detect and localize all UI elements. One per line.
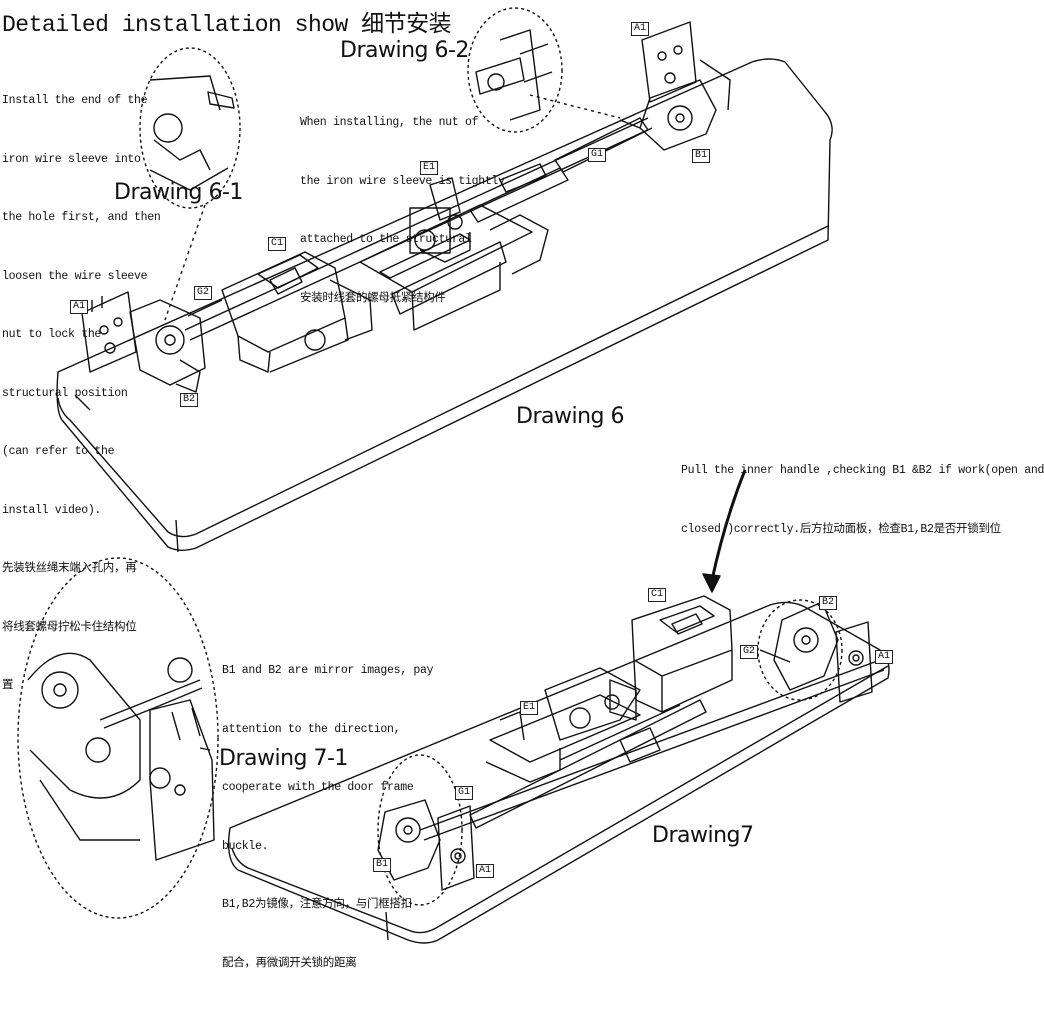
handle-note-line: closed )correctly.后方拉动面板，检查B1,B2是否开锁到位	[681, 522, 1001, 536]
nut-note: When installing, the nut of the iron wir…	[300, 74, 505, 347]
tag-b2: B2	[819, 596, 838, 610]
drawing-7-mechanism-e1	[485, 667, 661, 783]
drawing-7-1-detail	[17, 557, 219, 919]
handle-note-line: Pull the inner handle ,checking B1 &B2 i…	[681, 464, 1044, 477]
drawing-6-label: Drawing 6	[516, 404, 624, 429]
nut-note-line: 安装时线套的螺母抵紧结构件	[300, 291, 446, 305]
install-note-line: Install the end of the	[2, 94, 148, 107]
mirror-note-line: cooperate with the door frame	[222, 781, 414, 794]
nut-note-line: attached to the structural	[300, 233, 472, 246]
tag-a1: A1	[70, 300, 89, 314]
drawing-6-rod	[184, 117, 653, 341]
install-note-line: (can refer to the	[2, 445, 115, 458]
tag-b1: B1	[692, 149, 711, 163]
tag-g2: G2	[740, 645, 759, 659]
install-note-line: structural position	[2, 386, 128, 400]
mirror-note-line: attention to the direction,	[222, 722, 401, 736]
pointer-arrow	[702, 469, 747, 593]
tag-e1: E1	[520, 701, 539, 715]
drawing-6-1-detail	[139, 47, 241, 209]
line-art	[17, 7, 890, 944]
install-note-line: nut to lock the	[2, 328, 102, 341]
tag-e1: E1	[420, 161, 439, 175]
drawing-6-handle-c1	[221, 251, 373, 373]
drawing-7-1-label: Drawing 7-1	[219, 746, 348, 771]
drawing-6-lock-left	[81, 291, 223, 393]
install-note-line: 先装铁丝绳末端入孔内，再	[2, 562, 137, 575]
install-note-line: 置	[2, 679, 14, 692]
tag-b2: B2	[180, 393, 199, 407]
mirror-note-line: 配合，再微调开关锁的距离	[222, 956, 357, 970]
drawing-7-handle-c1	[609, 595, 733, 721]
tag-a1: A1	[875, 650, 894, 664]
install-note-line: loosen the wire sleeve	[2, 269, 148, 283]
nut-note-line: the iron wire sleeve is tightly	[300, 174, 505, 188]
drawing-7-lock-left	[377, 799, 475, 891]
mirror-note-line: B1,B2为镜像，注意方向，与门框搭扣	[222, 898, 412, 911]
drawing-6-leaders	[164, 94, 621, 321]
tag-a1: A1	[476, 864, 495, 878]
tag-g1: G1	[588, 148, 607, 162]
drawing-6-2-label: Drawing 6-2	[340, 38, 469, 63]
drawing-7-detail-rings	[377, 599, 843, 906]
drawing-7-label: Drawing7	[652, 823, 754, 848]
drawing-6-board	[56, 58, 833, 553]
drawing-6-1-label: Drawing 6-1	[114, 180, 243, 205]
tag-c1: C1	[648, 588, 667, 602]
drawing-6-2-detail	[467, 7, 563, 133]
install-note: Install the end of the iron wire sleeve …	[2, 52, 161, 735]
tag-b1: B1	[373, 858, 392, 872]
installation-sheet: Detailed installation show 细节安装 Install …	[2, 7, 1044, 970]
install-note-line: iron wire sleeve into	[2, 152, 141, 166]
tag-c1: C1	[268, 237, 287, 251]
drawing-7-board	[227, 601, 890, 944]
mirror-note-line: B1 and B2 are mirror images, pay	[222, 664, 434, 677]
nut-note-line: When installing, the nut of	[300, 116, 479, 129]
mirror-note: B1 and B2 are mirror images, pay attenti…	[222, 622, 434, 1012]
drawing-6-mechanism-e1	[359, 177, 549, 331]
tag-g1: G1	[455, 786, 474, 800]
drawing-6-lock-right	[619, 21, 731, 151]
tag-g2: G2	[194, 286, 213, 300]
drawing-7-lock-right	[759, 601, 873, 703]
tag-a1: A1	[631, 22, 650, 36]
mirror-note-line: buckle.	[222, 839, 269, 853]
handle-note: Pull the inner handle ,checking B1 &B2 i…	[681, 422, 1044, 578]
install-note-line: install video).	[2, 503, 102, 517]
install-note-line: 将线套螺母拧松卡住结构位	[2, 620, 137, 634]
install-note-line: the hole first, and then	[2, 211, 161, 224]
drawing-7-rods	[419, 659, 885, 841]
page-title: Detailed installation show 细节安装	[2, 12, 452, 38]
